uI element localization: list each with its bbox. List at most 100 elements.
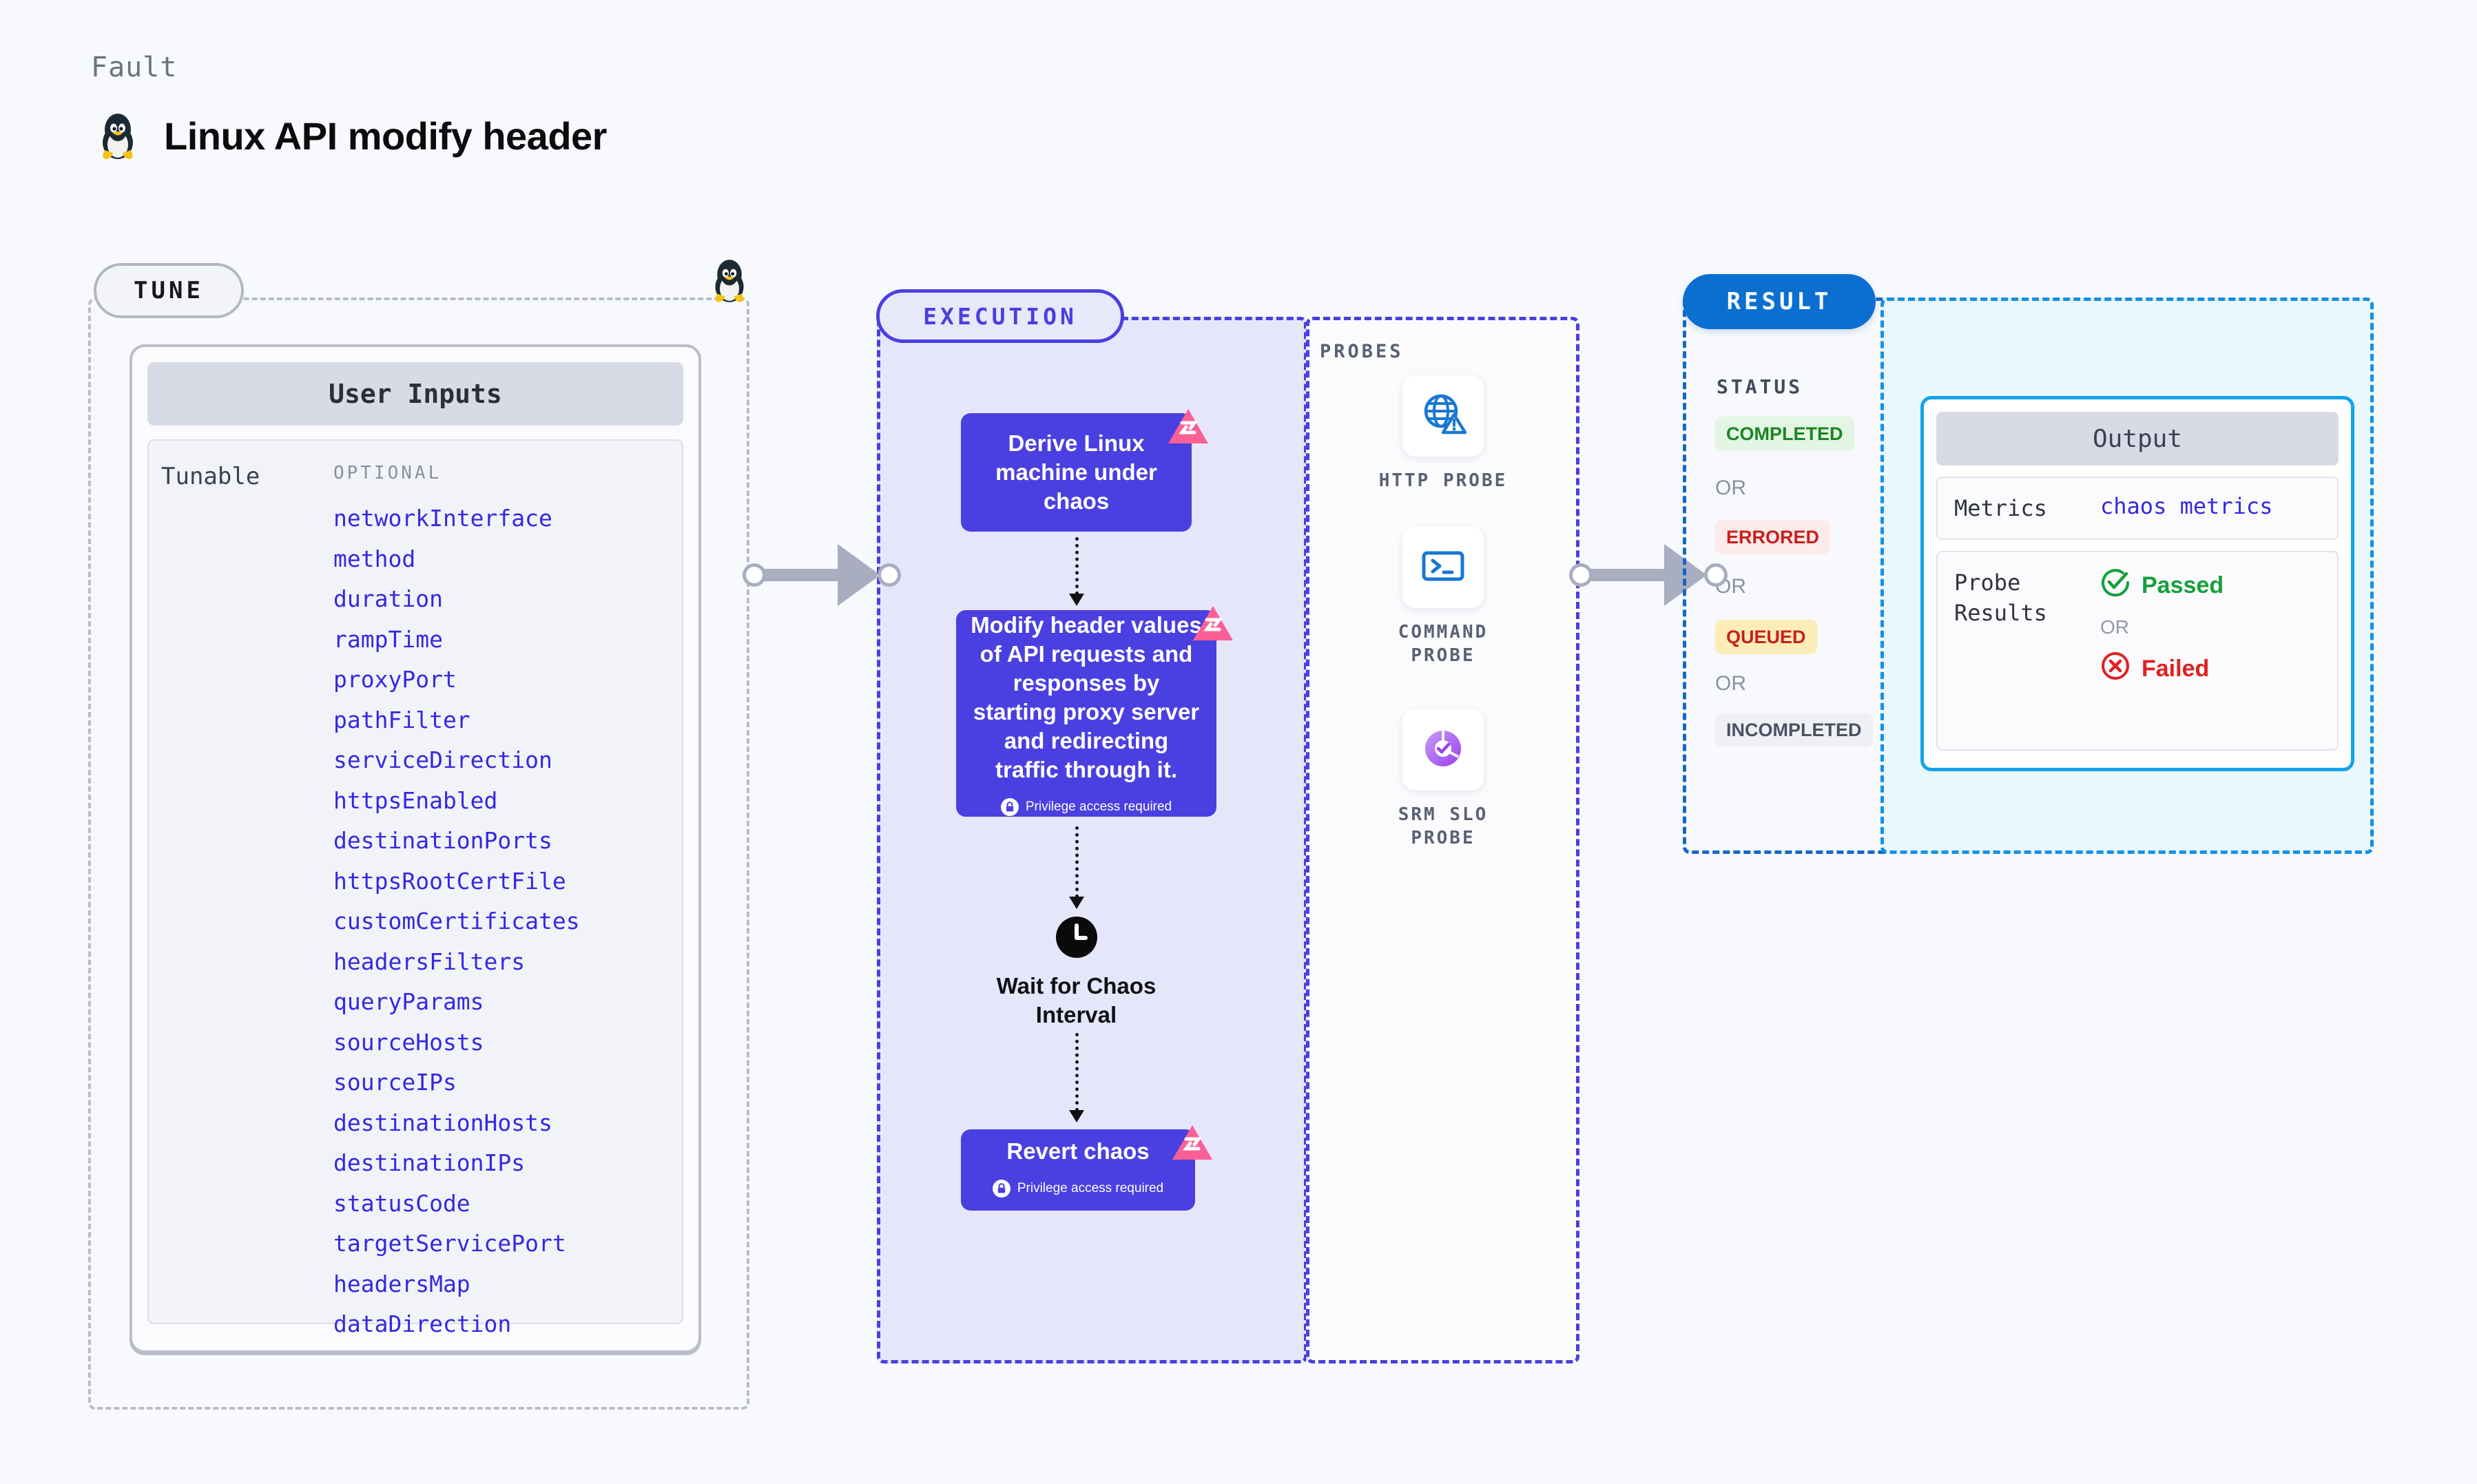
connector-dot — [1704, 563, 1728, 587]
lock-icon — [1000, 798, 1019, 816]
globe-warning-icon — [1418, 390, 1468, 443]
user-inputs-card: User Inputs Tunable OPTIONAL networkInte… — [129, 344, 701, 1353]
connector-dot — [1569, 563, 1593, 587]
execution-node-label: Derive Linux machine under chaos — [995, 430, 1157, 514]
status-badge-incompleted: INCOMPLETED — [1715, 713, 1873, 747]
output-title: Output — [1936, 412, 2339, 466]
tunable-item[interactable]: customCertificates — [333, 908, 580, 934]
tunable-item-list: OPTIONAL networkInterface method duratio… — [333, 459, 670, 1337]
linux-penguin-icon — [96, 110, 139, 161]
tunable-item[interactable]: headersFilters — [333, 948, 526, 975]
output-row-probe-results: Probe Results Passed OR — [1936, 551, 2339, 751]
tune-section-frame — [88, 297, 749, 1410]
execution-node-derive[interactable]: Derive Linux machine under chaos — [961, 413, 1192, 532]
connector-bar — [762, 569, 847, 581]
probe-card — [1402, 527, 1484, 608]
privilege-badge: Privilege access required — [992, 1174, 1164, 1203]
fault-kicker: Fault — [91, 52, 178, 83]
probe-result-failed-label: Failed — [2142, 656, 2210, 682]
connector-tune-to-execution — [743, 544, 901, 606]
probe-card — [1402, 375, 1484, 457]
x-circle-icon — [2100, 651, 2131, 687]
probe-card — [1402, 709, 1484, 791]
slo-donut-check-icon — [1418, 724, 1468, 777]
tunable-item[interactable]: pathFilter — [333, 706, 470, 733]
flow-arrow — [1069, 1033, 1084, 1122]
probe-result-passed: Passed — [2100, 567, 2224, 604]
privilege-badge: Privilege access required — [1000, 793, 1172, 822]
probe-label: SRM SLO PROBE — [1398, 804, 1489, 848]
probe-label: COMMAND PROBE — [1398, 622, 1489, 666]
tunable-group-label: Tunable — [161, 463, 260, 490]
linux-penguin-icon-marker — [709, 256, 749, 308]
probe-item-http[interactable]: HTTP PROBE — [1340, 375, 1546, 492]
chaos-flag-icon — [1167, 408, 1210, 448]
optional-label: OPTIONAL — [333, 463, 442, 483]
tunable-item[interactable]: duration — [333, 585, 443, 612]
or-separator: OR — [2100, 616, 2129, 638]
tunable-item[interactable]: dataDirection — [333, 1310, 512, 1337]
tunable-item[interactable]: destinationIPs — [333, 1149, 526, 1176]
probe-item-srm-slo[interactable]: SRM SLO PROBE — [1340, 709, 1546, 850]
tunable-item[interactable]: httpsEnabled — [333, 786, 498, 814]
privilege-badge-label: Privilege access required — [1025, 800, 1172, 814]
tunable-item[interactable]: sourceIPs — [333, 1069, 457, 1096]
probes-section-label: PROBES — [1320, 341, 1404, 362]
or-separator: OR — [1715, 477, 1746, 499]
execution-node-label: Modify header values of API requests and… — [971, 612, 1202, 782]
status-label: STATUS — [1717, 375, 1803, 398]
wait-for-chaos-interval-node: Wait for Chaos Interval — [982, 916, 1171, 1030]
chaos-flag-icon — [1192, 605, 1234, 645]
status-badge-queued: QUEUED — [1715, 620, 1817, 654]
tunable-item[interactable]: rampTime — [333, 625, 443, 653]
output-card: Output Metrics chaos metrics Probe Resul… — [1920, 396, 2354, 771]
status-badge-completed: COMPLETED — [1715, 417, 1854, 451]
tunable-item[interactable]: networkInterface — [333, 505, 552, 532]
flow-arrow — [1069, 826, 1084, 909]
output-key: Metrics — [1954, 495, 2047, 521]
flow-arrow — [1069, 537, 1084, 606]
connector-dot — [743, 563, 766, 587]
check-circle-icon — [2100, 567, 2131, 604]
lock-icon — [992, 1180, 1011, 1198]
privilege-badge-label: Privilege access required — [1017, 1181, 1164, 1195]
probe-result-failed: Failed — [2100, 651, 2224, 687]
page-title-row: Linux API modify header — [96, 110, 607, 161]
tunable-item[interactable]: httpsRootCertFile — [333, 867, 566, 895]
tunable-item[interactable]: targetServicePort — [333, 1230, 566, 1257]
output-key: Probe Results — [1954, 569, 2047, 626]
execution-node-label: Revert chaos — [1006, 1138, 1150, 1164]
connector-dot — [878, 563, 901, 587]
output-row-metrics: Metrics chaos metrics — [1936, 477, 2339, 540]
tunable-item[interactable]: sourceHosts — [333, 1028, 484, 1056]
tunable-item[interactable]: serviceDirection — [333, 746, 552, 773]
tunable-item[interactable]: method — [333, 545, 416, 572]
terminal-icon — [1418, 541, 1468, 594]
page-title: Linux API modify header — [164, 114, 607, 158]
connector-arrowhead — [838, 544, 880, 606]
status-badge-errored: ERRORED — [1715, 520, 1831, 554]
result-pill[interactable]: RESULT — [1683, 274, 1876, 329]
wait-label: Wait for Chaos Interval — [996, 973, 1157, 1027]
tune-pill[interactable]: TUNE — [94, 263, 244, 318]
tunable-item[interactable]: queryParams — [333, 988, 484, 1015]
execution-node-revert-chaos[interactable]: Revert chaos Privilege access required — [961, 1129, 1195, 1211]
or-separator: OR — [1715, 672, 1746, 695]
user-inputs-title: User Inputs — [147, 362, 683, 426]
tunable-item[interactable]: headersMap — [333, 1270, 470, 1297]
tunable-group: Tunable OPTIONAL networkInterface method… — [147, 439, 683, 1337]
output-value-metrics[interactable]: chaos metrics — [2100, 493, 2273, 519]
clock-icon — [1055, 916, 1098, 962]
probe-result-values: Passed OR Failed — [2100, 567, 2224, 734]
execution-pill[interactable]: EXECUTION — [876, 289, 1124, 343]
chaos-flag-icon — [1171, 1124, 1214, 1164]
tunable-item[interactable]: statusCode — [333, 1189, 470, 1217]
tunable-item[interactable]: proxyPort — [333, 666, 457, 693]
probe-item-command[interactable]: COMMAND PROBE — [1340, 527, 1546, 667]
probe-label: HTTP PROBE — [1378, 470, 1508, 491]
tunable-item[interactable]: destinationHosts — [333, 1109, 552, 1136]
connector-bar — [1588, 569, 1674, 581]
execution-node-modify-header[interactable]: Modify header values of API requests and… — [956, 610, 1216, 817]
tunable-item[interactable]: destinationPorts — [333, 827, 552, 854]
